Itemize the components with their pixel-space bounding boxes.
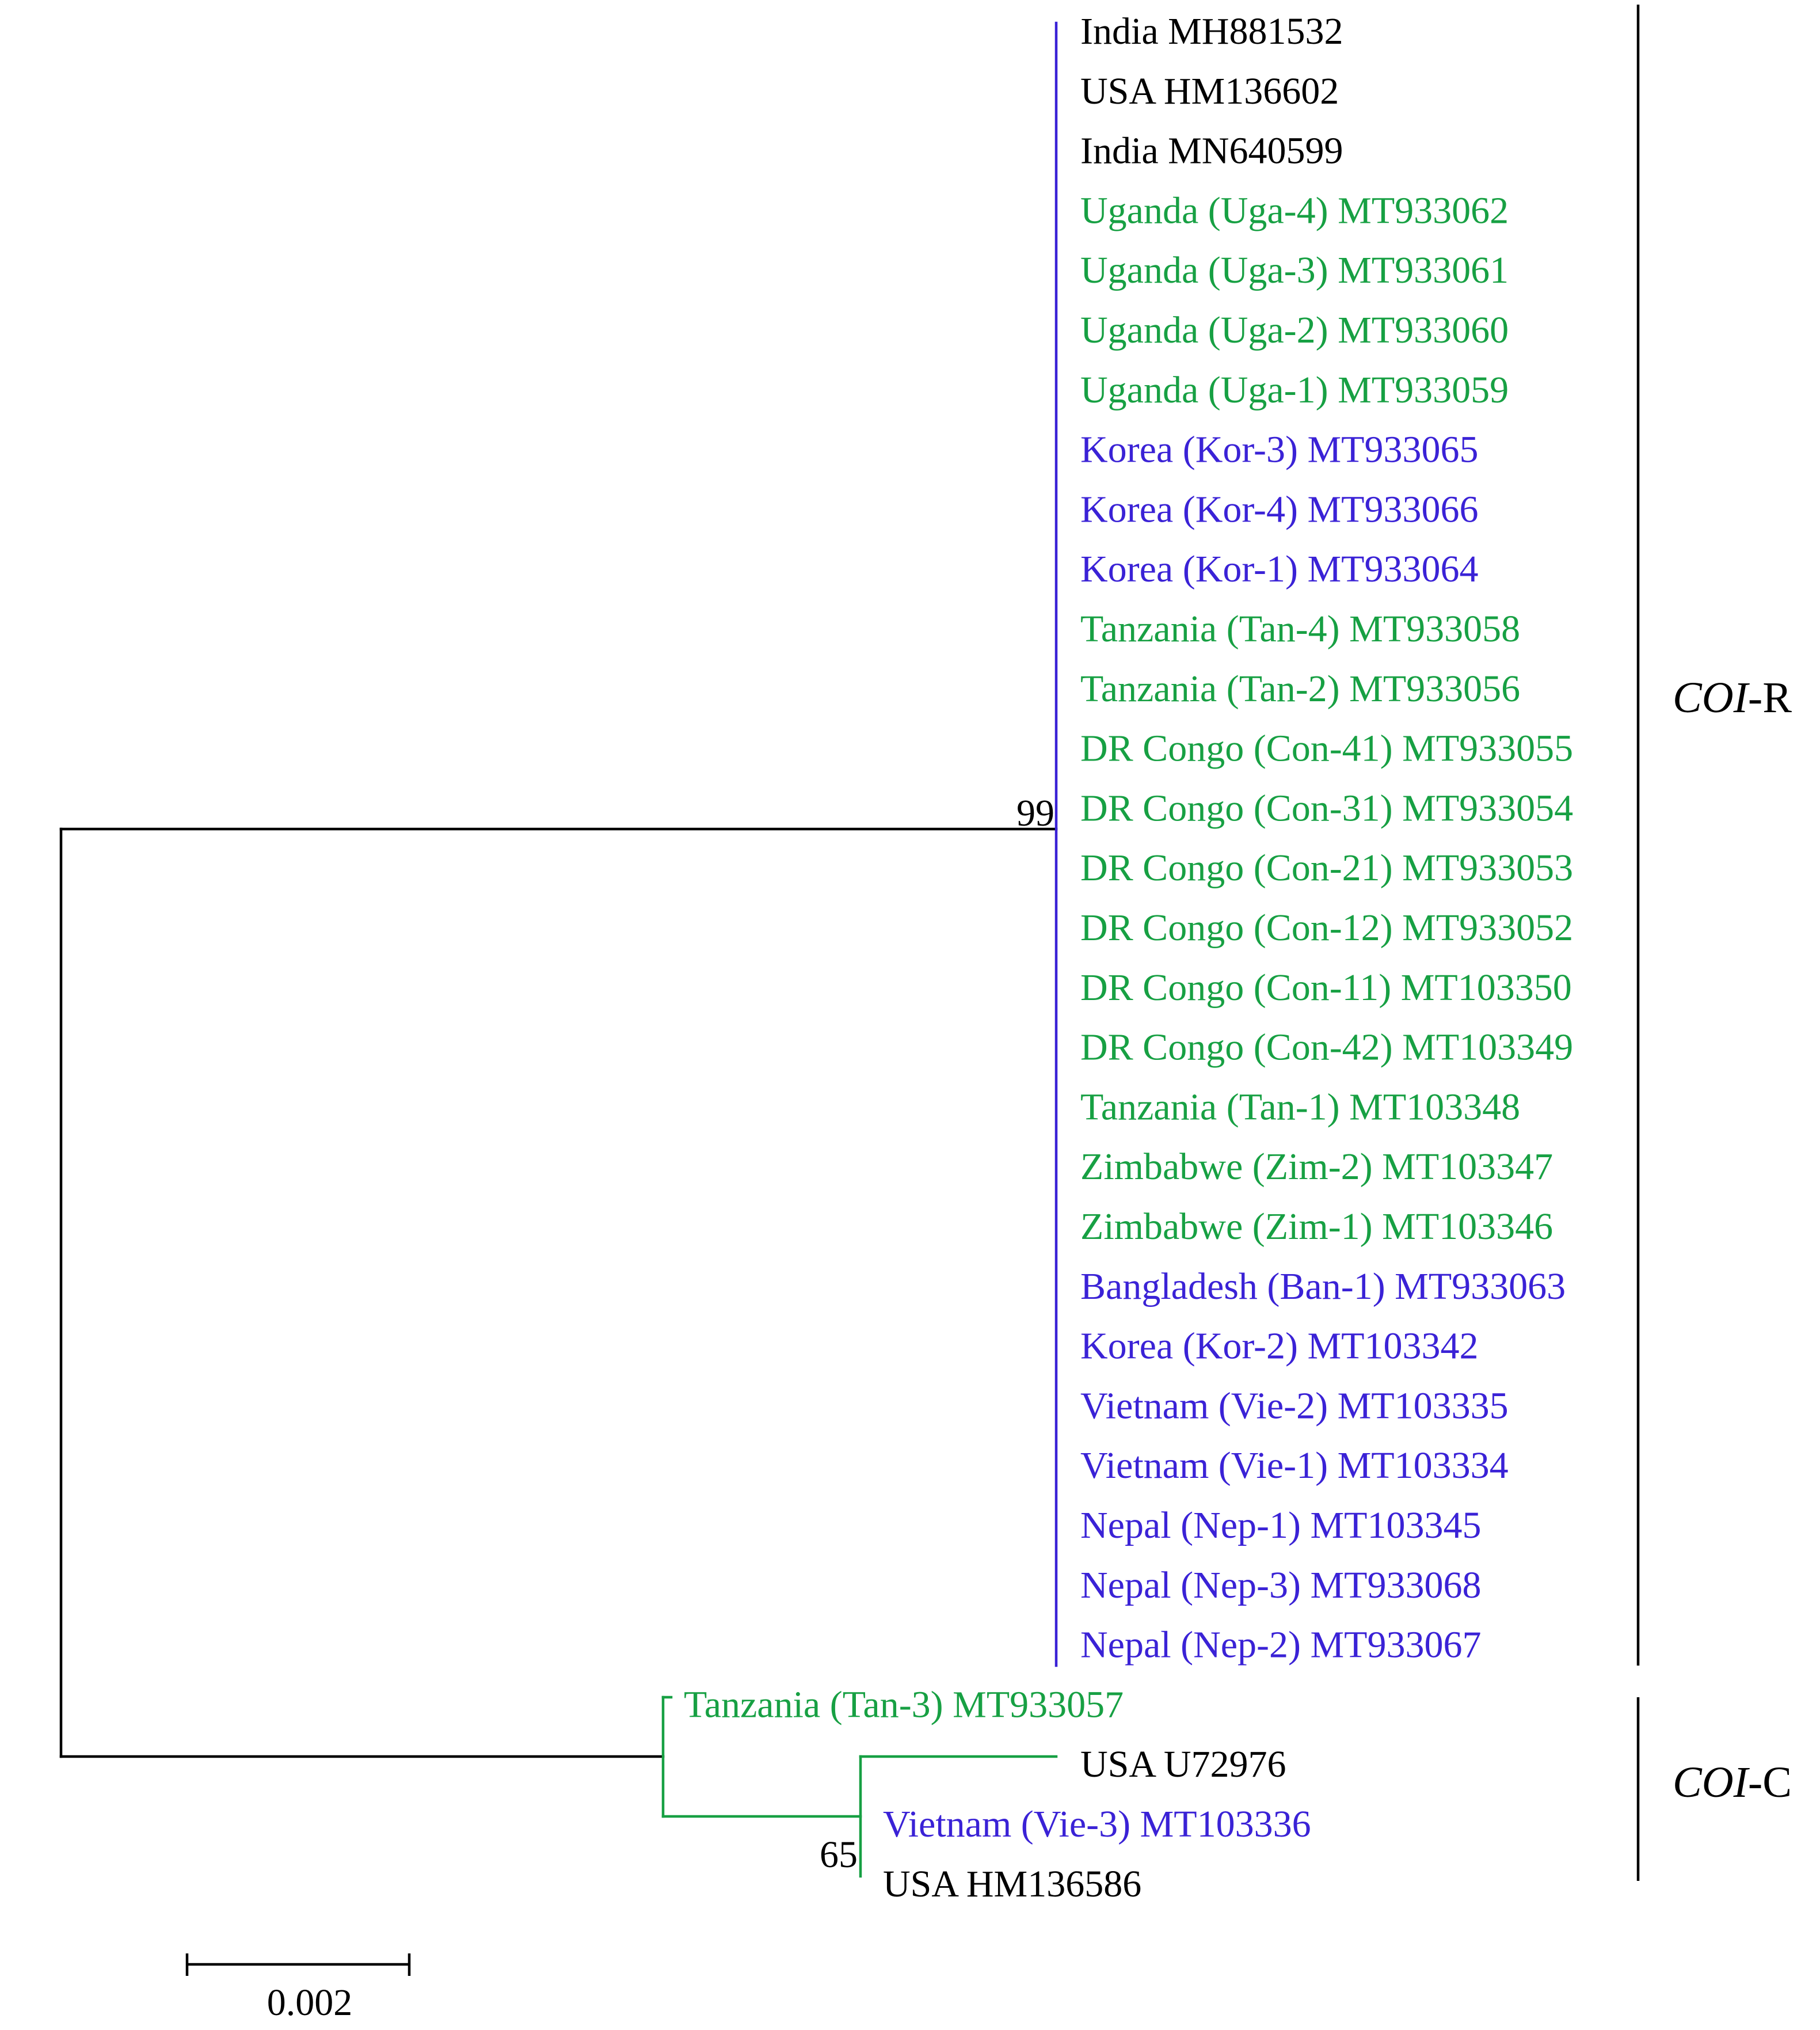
scale-bar-label: 0.002: [267, 1982, 353, 2024]
leaf-label: Korea (Kor-4) MT933066: [1080, 488, 1479, 530]
scale-bar: [185, 1953, 411, 1976]
leaf-label: Bangladesh (Ban-1) MT933063: [1080, 1265, 1566, 1307]
leaf-label: Tanzania (Tan-3) MT933057: [684, 1683, 1124, 1725]
leaf-label: USA HM136586: [883, 1863, 1141, 1905]
leaf-label: Tanzania (Tan-2) MT933056: [1080, 668, 1520, 710]
leaf-label: Uganda (Uga-1) MT933059: [1080, 369, 1509, 411]
leaf-label: DR Congo (Con-31) MT933054: [1080, 787, 1573, 829]
leaf-label: Korea (Kor-1) MT933064: [1080, 548, 1479, 590]
leaf-label: Tanzania (Tan-4) MT933058: [1080, 608, 1520, 650]
tree-branches: [59, 21, 1058, 1878]
leaf-label: Vietnam (Vie-1) MT103334: [1080, 1444, 1509, 1487]
leaf-label: Uganda (Uga-2) MT933060: [1080, 309, 1509, 351]
leaf-label: DR Congo (Con-21) MT933053: [1080, 847, 1573, 889]
leaf-label: Tanzania (Tan-1) MT103348: [1080, 1086, 1520, 1128]
leaf-label: DR Congo (Con-11) MT103350: [1080, 967, 1572, 1009]
leaf-label: DR Congo (Con-41) MT933055: [1080, 728, 1573, 770]
leaf-label: USA U72976: [1080, 1743, 1286, 1785]
leaf-label: India MH881532: [1080, 10, 1343, 52]
leaf-label: Zimbabwe (Zim-2) MT103347: [1080, 1146, 1553, 1188]
leaf-label: DR Congo (Con-12) MT933052: [1080, 907, 1573, 949]
leaf-label: USA HM136602: [1080, 70, 1339, 112]
leaf-label: Korea (Kor-2) MT103342: [1080, 1325, 1479, 1367]
leaf-label: India MN640599: [1080, 130, 1343, 172]
leaf-label: Uganda (Uga-4) MT933062: [1080, 189, 1509, 231]
leaf-label: Vietnam (Vie-2) MT103335: [1080, 1385, 1509, 1427]
bootstrap-value-coi-r: 99: [1016, 792, 1054, 834]
clade-label-coi-c: COI-C: [1673, 1758, 1792, 1807]
leaf-label: Nepal (Nep-3) MT933068: [1080, 1564, 1481, 1606]
leaf-label: DR Congo (Con-42) MT103349: [1080, 1027, 1573, 1069]
leaf-label: Korea (Kor-3) MT933065: [1080, 429, 1479, 471]
bootstrap-value-coi-c: 65: [820, 1834, 858, 1876]
leaf-label: Vietnam (Vie-3) MT103336: [883, 1803, 1311, 1845]
leaf-label: Zimbabwe (Zim-1) MT103346: [1080, 1206, 1553, 1248]
leaf-label: Uganda (Uga-3) MT933061: [1080, 249, 1509, 291]
leaf-label: Nepal (Nep-1) MT103345: [1080, 1504, 1481, 1546]
leaf-label: Nepal (Nep-2) MT933067: [1080, 1624, 1481, 1666]
clade-label-coi-r: COI-R: [1673, 674, 1792, 722]
